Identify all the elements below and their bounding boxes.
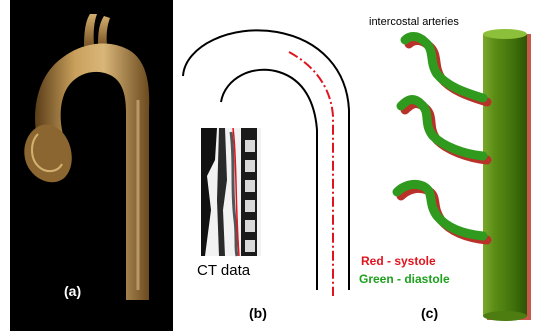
panel-b-label: (b) — [249, 305, 267, 321]
intercostal-title: intercostal arteries — [369, 16, 459, 28]
panel-a-label: (a) — [64, 283, 81, 299]
intercostal-artery-1 — [405, 37, 487, 103]
intercostal-artery-2 — [401, 100, 487, 160]
aorta-tube — [483, 34, 527, 316]
legend-systole: Red - systole — [361, 254, 436, 268]
panel-c-label: (c) — [421, 305, 438, 321]
intercostal-artery-3 — [397, 184, 487, 240]
panel-c-intercostal: intercostal arteries Red - systole Green… — [355, 0, 545, 331]
ct-inset-image — [201, 128, 261, 256]
centerline — [289, 52, 333, 296]
panel-b-centerline: CT data (b) — [175, 0, 365, 331]
centerline-diagram: CT data (b) — [175, 0, 365, 331]
panel-a-aorta-render: (a) — [0, 0, 175, 331]
ct-data-caption: CT data — [197, 262, 251, 279]
intercostal-render: intercostal arteries Red - systole Green… — [355, 0, 545, 331]
aorta-render-image: (a) — [0, 0, 175, 331]
legend-diastole: Green - diastole — [359, 272, 450, 286]
